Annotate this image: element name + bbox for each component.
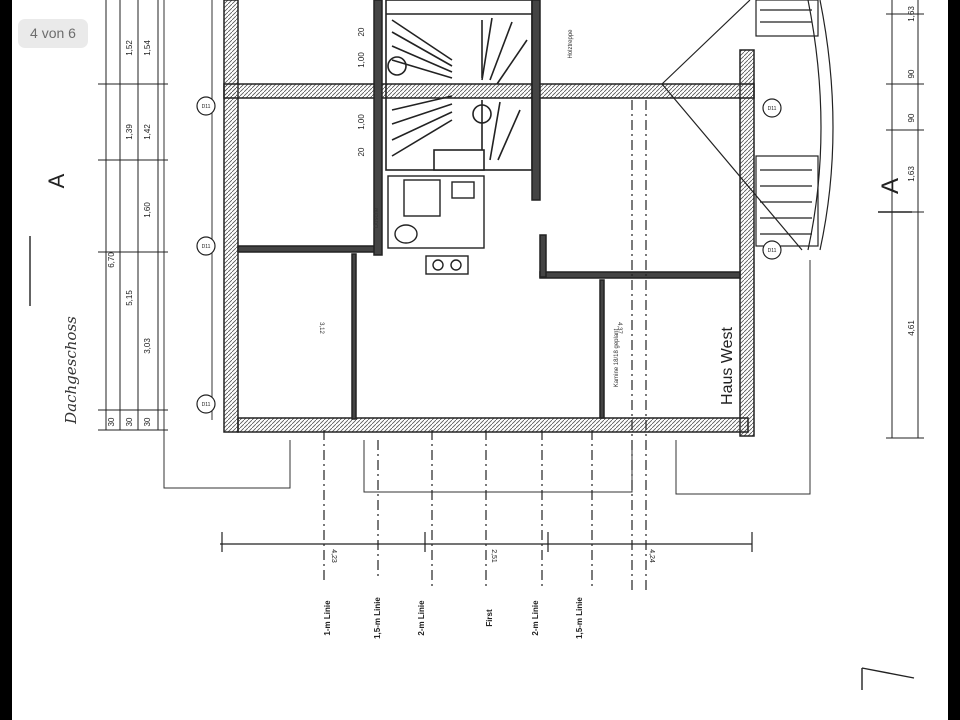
ridge-lines — [323, 100, 647, 590]
floor-plan-drawing: A A Haus West Dachgeschoss D11 D11 D11 D… — [29, 0, 924, 690]
wall-marker-circles — [196, 96, 782, 414]
staircase — [385, 0, 533, 171]
svg-text:1,5-m Linie: 1,5-m Linie — [373, 597, 382, 639]
svg-text:D11: D11 — [202, 244, 211, 250]
interior-labels: 3,12 4,37 Kamine 18/18 geplant Dusche Ho… — [318, 29, 622, 387]
svg-text:20: 20 — [357, 27, 366, 36]
svg-text:D11: D11 — [202, 402, 211, 408]
svg-text:1,00: 1,00 — [357, 114, 366, 130]
svg-text:30: 30 — [107, 417, 116, 426]
svg-text:30: 30 — [125, 417, 134, 426]
svg-text:1,39: 1,39 — [125, 124, 134, 140]
bottom-dimension-chain — [220, 532, 753, 552]
svg-text:4,61: 4,61 — [907, 320, 916, 336]
svg-text:D11: D11 — [768, 248, 777, 254]
line-labels: 1-m Linie 1,5-m Linie 2-m Linie First 2-… — [323, 597, 584, 639]
svg-text:6,70: 6,70 — [107, 252, 116, 268]
right-dimension-labels: 1,63 90 90 1,63 4,61 — [907, 6, 916, 336]
section-marker-left: A — [44, 173, 69, 188]
svg-text:Holztreppe: Holztreppe — [568, 29, 574, 59]
svg-text:5,15: 5,15 — [125, 290, 134, 306]
section-markers — [29, 211, 915, 690]
svg-text:2-m Linie: 2-m Linie — [417, 600, 426, 636]
svg-text:Kamine 18/18 geplant: Kamine 18/18 geplant — [614, 328, 620, 387]
svg-text:D11: D11 — [768, 106, 777, 112]
svg-text:First: First — [485, 609, 494, 627]
svg-text:90: 90 — [907, 69, 916, 78]
svg-text:2,51: 2,51 — [490, 549, 497, 563]
svg-text:2-m Linie: 2-m Linie — [531, 600, 540, 636]
left-dimension-labels: 6,70 5,15 3,03 1,52 1,54 1,39 1,42 1,60 … — [107, 27, 366, 426]
svg-text:30: 30 — [143, 417, 152, 426]
house-label: Haus West — [719, 326, 736, 405]
page-indicator: 4 von 6 — [18, 19, 88, 48]
interior-walls — [237, 0, 741, 420]
svg-text:4,37: 4,37 — [616, 322, 622, 334]
svg-text:1,63: 1,63 — [907, 6, 916, 22]
handwritten-note: Dachgeschoss — [62, 316, 80, 425]
svg-text:1,5-m Linie: 1,5-m Linie — [575, 597, 584, 639]
section-marker-right: A — [877, 178, 904, 194]
right-stair-area — [661, 0, 834, 251]
left-dimension-chain — [98, 0, 168, 431]
bottom-dimension-labels: 4,23 2,51 4,24 — [330, 549, 655, 563]
svg-text:1,00: 1,00 — [357, 52, 366, 68]
bathroom — [387, 175, 485, 275]
svg-text:90: 90 — [907, 113, 916, 122]
svg-text:1,52: 1,52 — [125, 40, 134, 56]
svg-text:4,23: 4,23 — [330, 549, 337, 563]
svg-text:1,63: 1,63 — [907, 166, 916, 182]
svg-text:3,12: 3,12 — [318, 322, 324, 334]
svg-text:1,60: 1,60 — [143, 202, 152, 218]
svg-text:1,42: 1,42 — [143, 124, 152, 140]
svg-text:D11: D11 — [202, 104, 211, 110]
svg-text:Dusche: Dusche — [374, 207, 380, 228]
document-page: A A Haus West Dachgeschoss D11 D11 D11 D… — [12, 0, 948, 720]
right-dimension-chain — [886, 0, 924, 439]
svg-text:20: 20 — [357, 147, 366, 156]
svg-text:1-m Linie: 1-m Linie — [323, 600, 332, 636]
svg-text:3,03: 3,03 — [143, 338, 152, 354]
outer-walls — [223, 0, 755, 437]
svg-text:1,54: 1,54 — [143, 40, 152, 56]
svg-text:4,24: 4,24 — [648, 549, 655, 563]
marker-circle-labels: D11 D11 D11 D11 D11 — [202, 104, 777, 408]
